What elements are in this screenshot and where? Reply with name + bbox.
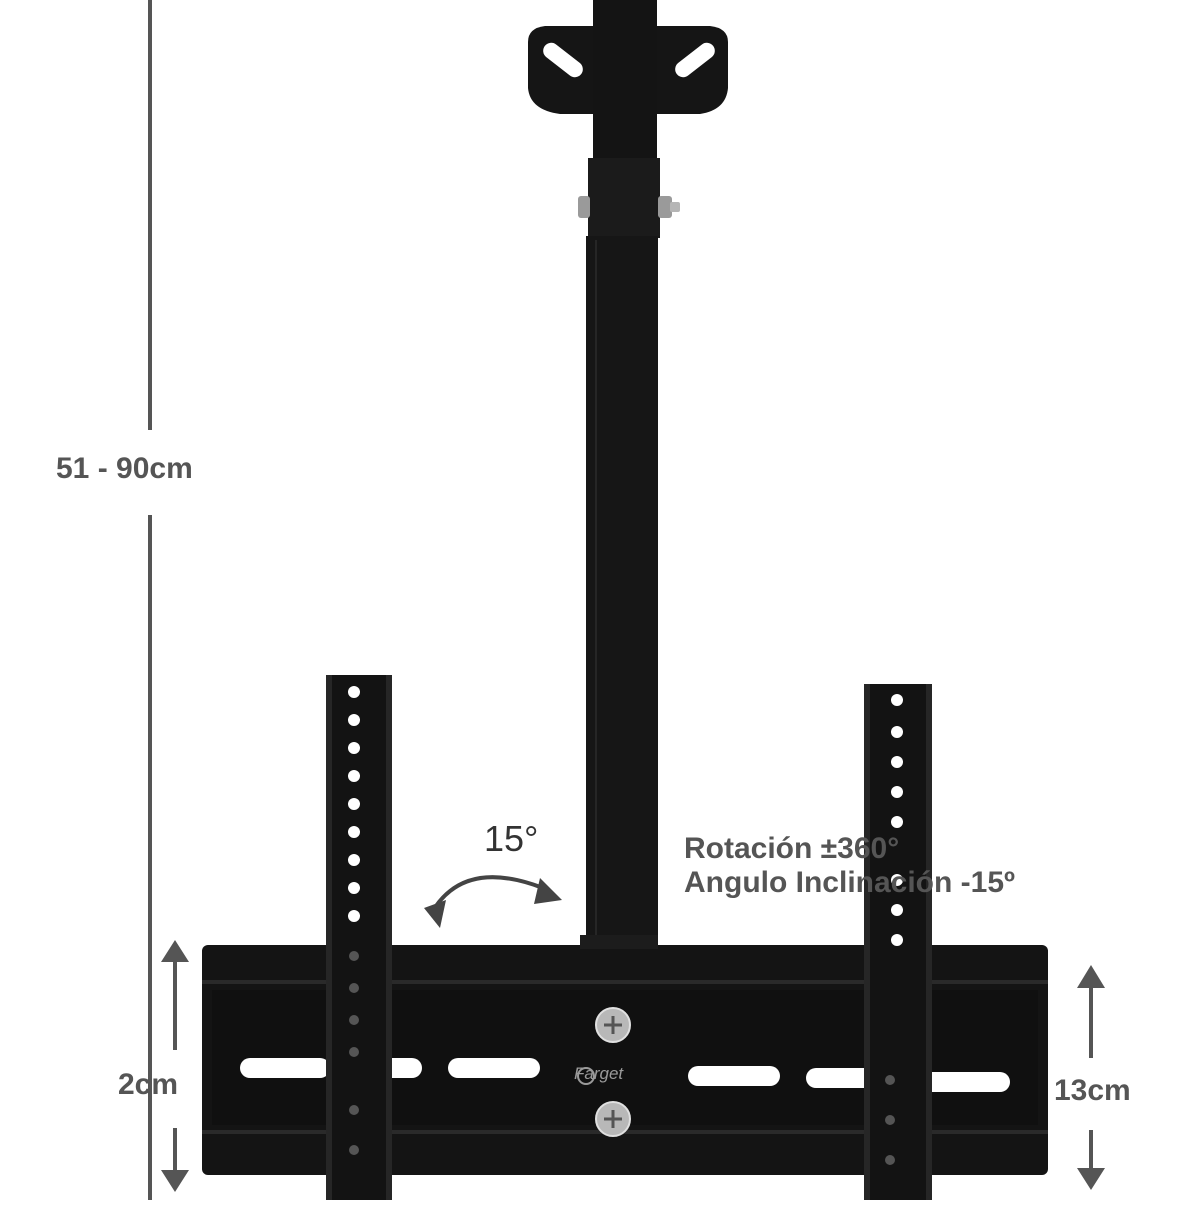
tilt-spec: Angulo Inclinación -15º <box>684 866 1015 899</box>
right-vertical-arm <box>864 684 932 1200</box>
lower-pole <box>586 236 658 946</box>
right-height-label: 13cm <box>1054 1074 1131 1107</box>
right-height-arrows <box>1077 965 1105 1190</box>
brand-logo-icon <box>577 1067 595 1085</box>
tilt-angle-label: 15° <box>484 818 539 859</box>
left-vertical-arm <box>326 675 392 1200</box>
brand-name: Farget <box>574 1064 624 1083</box>
left-height-arrows <box>161 940 189 1192</box>
pole-length-label: 51 - 90cm <box>56 452 193 485</box>
tilt-arrow-icon <box>424 875 562 928</box>
upper-pole <box>593 0 657 160</box>
rotation-spec: Rotación ±360° <box>684 832 900 865</box>
pole-sleeve <box>588 158 660 238</box>
adjustment-bolt <box>578 196 680 218</box>
left-height-label: 2cm <box>118 1068 179 1101</box>
